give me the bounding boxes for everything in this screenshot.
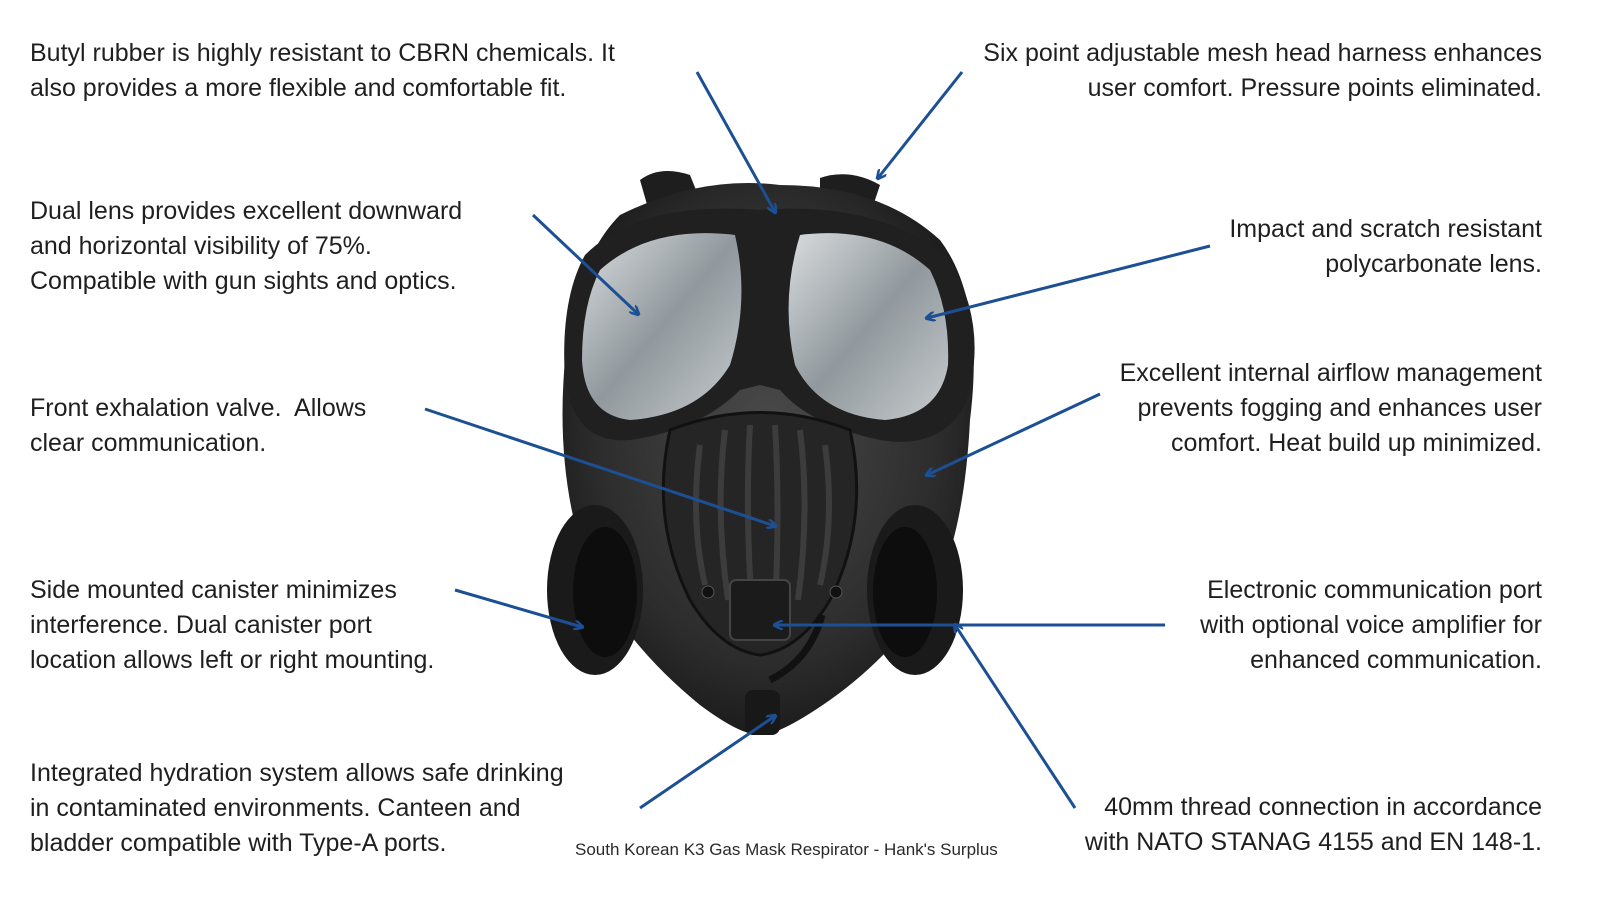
- annotation-line: location allows left or right mounting.: [30, 646, 435, 674]
- annotation-line: prevents fogging and enhances user: [1137, 394, 1542, 422]
- annotation-head-harness: Six point adjustable mesh head harness e…: [983, 36, 1542, 106]
- annotation-hydration-system: Integrated hydration system allows safe …: [30, 756, 564, 861]
- arrow-butyl: [695, 71, 775, 212]
- annotation-line: Excellent internal airflow management: [1119, 359, 1542, 387]
- annotation-line: interference. Dual canister port: [30, 611, 372, 639]
- arrow-dual-lens: [531, 213, 638, 314]
- annotation-line: user comfort. Pressure points eliminated…: [1087, 74, 1542, 102]
- annotation-line: Butyl rubber is highly resistant to CBRN…: [30, 39, 615, 67]
- annotation-line: clear communication.: [30, 429, 267, 457]
- annotation-side-canister: Side mounted canister minimizes interfer…: [30, 573, 434, 678]
- annotation-dual-lens: Dual lens provides excellent downward an…: [30, 194, 462, 299]
- annotation-comm-port: Electronic communication port with optio…: [1200, 573, 1542, 678]
- annotation-line: also provides a more flexible and comfor…: [30, 74, 567, 102]
- arrow-canister: [454, 588, 582, 627]
- left-lens: [582, 233, 742, 420]
- arrow-thread: [955, 625, 1077, 809]
- image-caption: South Korean K3 Gas Mask Respirator - Ha…: [575, 840, 998, 859]
- arrow-lens: [927, 244, 1211, 318]
- left-canister-port: [547, 505, 643, 675]
- annotation-line: 40mm thread connection in accordance: [1104, 793, 1542, 821]
- right-lens: [788, 233, 949, 420]
- screw: [829, 585, 843, 599]
- annotation-line: bladder compatible with Type-A ports.: [30, 829, 447, 857]
- screw: [701, 585, 715, 599]
- annotation-line: Electronic communication port: [1207, 576, 1542, 604]
- annotation-line: polycarbonate lens.: [1325, 250, 1542, 278]
- annotation-line: Integrated hydration system allows safe …: [30, 759, 564, 787]
- annotation-line: Compatible with gun sights and optics.: [30, 267, 457, 295]
- annotation-line: enhanced communication.: [1250, 646, 1542, 674]
- annotation-thread-connection: 40mm thread connection in accordance wit…: [1085, 790, 1542, 860]
- annotation-line: Front exhalation valve. Allows: [30, 394, 367, 422]
- annotation-line: with optional voice amplifier for: [1200, 611, 1542, 639]
- arrow-harness: [878, 71, 964, 178]
- annotation-line: comfort. Heat build up minimized.: [1171, 429, 1542, 457]
- annotation-line: Dual lens provides excellent downward: [30, 197, 463, 225]
- annotation-line: Impact and scratch resistant: [1229, 215, 1542, 243]
- annotation-line: Six point adjustable mesh head harness e…: [983, 39, 1542, 67]
- arrow-airflow: [927, 392, 1101, 475]
- annotation-line: and horizontal visibility of 75%.: [30, 232, 372, 260]
- annotation-butyl-rubber: Butyl rubber is highly resistant to CBRN…: [30, 36, 615, 106]
- annotation-line: Side mounted canister minimizes: [30, 576, 397, 604]
- annotation-line: with NATO STANAG 4155 and EN 148-1.: [1084, 828, 1542, 856]
- annotation-airflow: Excellent internal airflow management pr…: [1120, 356, 1542, 461]
- arrow-hydration: [639, 716, 775, 810]
- arrow-exhalation: [424, 407, 775, 526]
- annotation-line: in contaminated environments. Canteen an…: [30, 794, 521, 822]
- annotation-polycarbonate-lens: Impact and scratch resistant polycarbona…: [1229, 212, 1542, 282]
- annotation-exhalation-valve: Front exhalation valve. Allows clear com…: [30, 391, 366, 461]
